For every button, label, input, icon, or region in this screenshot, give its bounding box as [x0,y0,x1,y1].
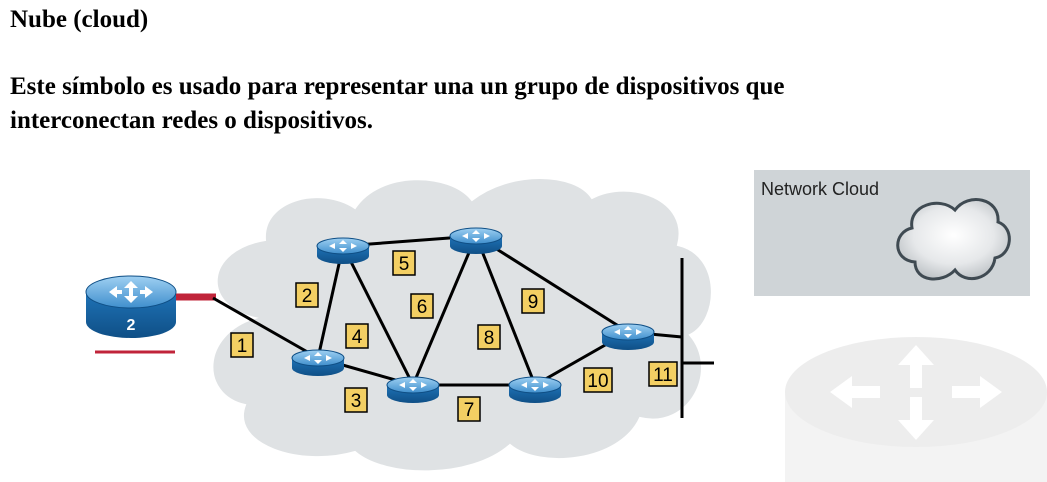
link-label-3: 3 [344,387,368,413]
link-label-text: 9 [528,292,539,313]
link-label-1: 1 [230,332,254,358]
link-label-9: 9 [521,288,545,314]
link-label-4: 4 [345,323,369,349]
link-label-text: 5 [399,254,410,275]
legend-panel: Network Cloud [754,170,1030,296]
router-icon [316,237,370,264]
router-icon [601,323,655,350]
page-description: Este símbolo es usado para representar u… [10,73,785,134]
router-icon-watermark [785,337,1047,482]
link-label-8: 8 [477,324,501,350]
legend-label: Network Cloud [761,179,879,199]
cloud-icon [896,198,1011,281]
link-label-text: 8 [484,328,495,349]
link-label-2: 2 [295,282,319,308]
router-icon [386,376,440,403]
link-label-10: 10 [583,367,613,393]
router-icon [291,349,345,376]
router-icon [449,227,503,254]
link-label-text: 11 [653,365,673,386]
external-router-label: 2 [127,317,136,334]
page-title: Nube (cloud) [10,6,149,33]
link-label-6: 6 [410,293,434,319]
link-label-text: 7 [464,400,475,421]
link-label-text: 1 [237,336,248,357]
link-label-text: 10 [587,371,608,392]
link-label-text: 2 [302,286,313,307]
ethernet-bus [680,258,714,418]
external-router: 2 [85,275,177,338]
link-label-5: 5 [392,250,416,276]
link-label-text: 6 [417,297,428,318]
link-label-text: 3 [351,391,362,412]
link-label-text: 4 [352,327,363,348]
router-icon [508,376,562,403]
link-label-7: 7 [457,396,481,422]
link-label-11: 11 [648,361,678,387]
